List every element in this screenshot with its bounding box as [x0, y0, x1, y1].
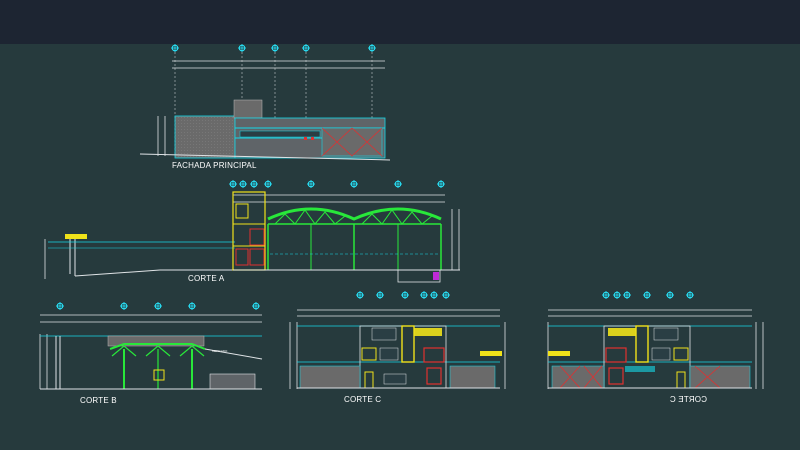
- drawing-corte-c[interactable]: CORTE C: [289, 290, 506, 404]
- label-corte-c: CORTE C: [344, 395, 381, 404]
- label-corte-a: CORTE A: [188, 274, 225, 283]
- drawing-fachada-principal[interactable]: FACHADA PRINCIPAL: [139, 44, 391, 170]
- axis-markers: [55, 301, 261, 311]
- label-corte-b: CORTE B: [80, 396, 117, 405]
- drawing-corte-b[interactable]: MERCADO CORTE B: [39, 301, 263, 405]
- axis-markers: [601, 290, 695, 300]
- svg-text:MERCADO: MERCADO: [212, 349, 228, 353]
- cad-drawing-canvas[interactable]: FACHADA PRINCIPAL: [0, 44, 800, 450]
- axis-markers: [170, 44, 377, 53]
- axis-markers: [228, 179, 446, 189]
- label-fachada-principal: FACHADA PRINCIPAL: [172, 161, 257, 170]
- drawing-corte-c-mirrored[interactable]: CORTE C: [547, 290, 764, 404]
- axis-markers: [355, 290, 451, 300]
- label-corte-c-mirrored: CORTE C: [670, 395, 707, 404]
- cad-drawing-svg[interactable]: FACHADA PRINCIPAL: [0, 44, 800, 450]
- top-toolbar: [0, 0, 800, 44]
- drawing-corte-a[interactable]: CORTE A: [44, 179, 460, 283]
